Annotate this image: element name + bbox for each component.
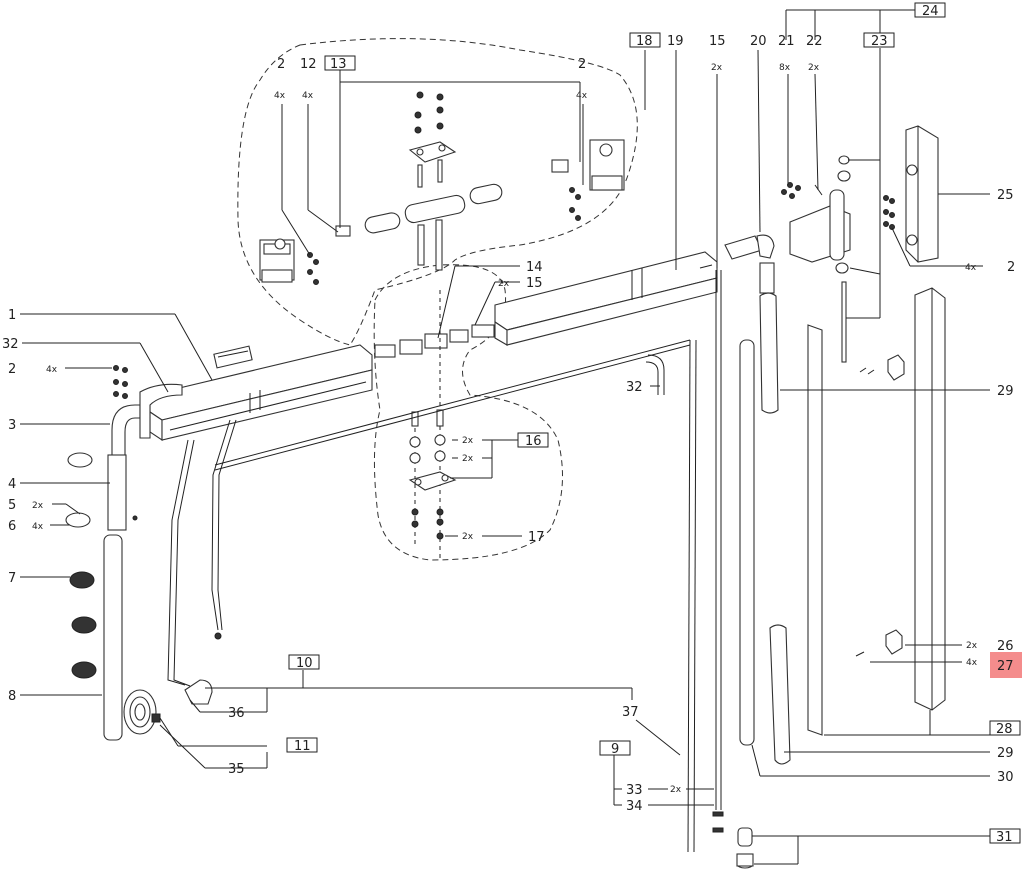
label-31: 31 — [996, 830, 1013, 845]
top-rollers — [364, 183, 503, 271]
label-30: 30 — [997, 770, 1014, 785]
label-9: 9 — [611, 742, 619, 757]
label-15a: 15 — [709, 34, 726, 49]
label-3: 3 — [8, 418, 16, 433]
label-8: 8 — [8, 689, 16, 704]
label-35: 35 — [228, 762, 245, 777]
qty-16a: 2x — [462, 436, 474, 446]
qty-5: 2x — [32, 501, 44, 511]
label-10: 10 — [296, 656, 313, 671]
mount-bracket-23 — [724, 155, 851, 363]
label-16: 16 — [525, 434, 542, 449]
right-profile-25 — [883, 125, 939, 263]
caps-31 — [736, 827, 754, 869]
coupling-part-14 — [374, 324, 495, 358]
label-frames — [286, 2, 1022, 844]
label-32b: 32 — [626, 380, 643, 395]
label-33: 33 — [626, 783, 643, 798]
top-plate-13 — [408, 141, 457, 188]
label-12: 12 — [300, 57, 317, 72]
rail-left — [149, 344, 373, 442]
top-bracket-right — [589, 139, 625, 191]
qty-16b: 2x — [462, 454, 474, 464]
label-4: 4 — [8, 477, 16, 492]
label-19: 19 — [667, 34, 684, 49]
label-11: 11 — [294, 739, 311, 754]
qty-2b: 4x — [274, 91, 286, 101]
qty-27: 4x — [966, 658, 978, 668]
label-2c: 2 — [578, 57, 586, 72]
label-32a: 32 — [2, 337, 19, 352]
label-34: 34 — [626, 799, 643, 814]
label-5: 5 — [8, 498, 16, 513]
label-29b: 29 — [997, 746, 1014, 761]
qty-2c: 4x — [576, 91, 588, 101]
detail-outline-top — [237, 38, 638, 346]
label-1: 1 — [8, 308, 16, 323]
label-13: 13 — [330, 57, 347, 72]
label-14: 14 — [526, 260, 543, 275]
vertical-cable-15 — [712, 270, 724, 833]
label-2d: 2 — [1007, 260, 1015, 275]
cable-reel-35 — [123, 689, 161, 735]
label-18: 18 — [636, 34, 653, 49]
small-screws-top — [307, 91, 581, 285]
label-28: 28 — [996, 722, 1013, 737]
label-25: 25 — [997, 188, 1014, 203]
cable-rods — [167, 339, 697, 853]
qty-33: 2x — [670, 785, 682, 795]
label-6: 6 — [8, 519, 16, 534]
label-2b: 2 — [277, 57, 285, 72]
label-36: 36 — [228, 706, 245, 721]
label-21: 21 — [778, 34, 795, 49]
qty-2a: 4x — [46, 365, 58, 375]
qty-15b: 2x — [498, 279, 510, 289]
label-29a: 29 — [997, 384, 1014, 399]
left-hose-assembly — [65, 365, 183, 741]
rail-right — [494, 251, 718, 346]
qty-2d: 4x — [965, 263, 977, 273]
label-24: 24 — [922, 4, 939, 19]
middle-stack — [408, 290, 457, 560]
qty-26: 2x — [966, 641, 978, 651]
tubes-29-30 — [739, 262, 791, 765]
label-7: 7 — [8, 571, 16, 586]
label-2a: 2 — [8, 362, 16, 377]
label-22: 22 — [806, 34, 823, 49]
qty-6: 4x — [32, 522, 44, 532]
qty-12: 4x — [302, 91, 314, 101]
long-profiles-28 — [807, 287, 946, 736]
label-20: 20 — [750, 34, 767, 49]
top-bracket-left — [259, 238, 295, 283]
qty-17: 2x — [462, 532, 474, 542]
label-15b: 15 — [526, 276, 543, 291]
part-labels: 1 32 2 4x 3 4 5 2x 6 4x 7 8 2 4x 12 4x 1… — [2, 4, 1015, 845]
detail-outline-middle — [373, 264, 563, 561]
qty-22: 2x — [808, 63, 820, 73]
label-26: 26 — [997, 639, 1014, 654]
highlight-box-27 — [990, 652, 1022, 678]
leader-lines — [20, 9, 990, 865]
label-37: 37 — [622, 705, 639, 720]
plug-36 — [184, 679, 213, 705]
qty-15a: 2x — [711, 63, 723, 73]
label-23: 23 — [871, 34, 888, 49]
label-17: 17 — [528, 530, 545, 545]
label-27: 27 — [997, 659, 1014, 674]
qty-21: 8x — [779, 63, 791, 73]
